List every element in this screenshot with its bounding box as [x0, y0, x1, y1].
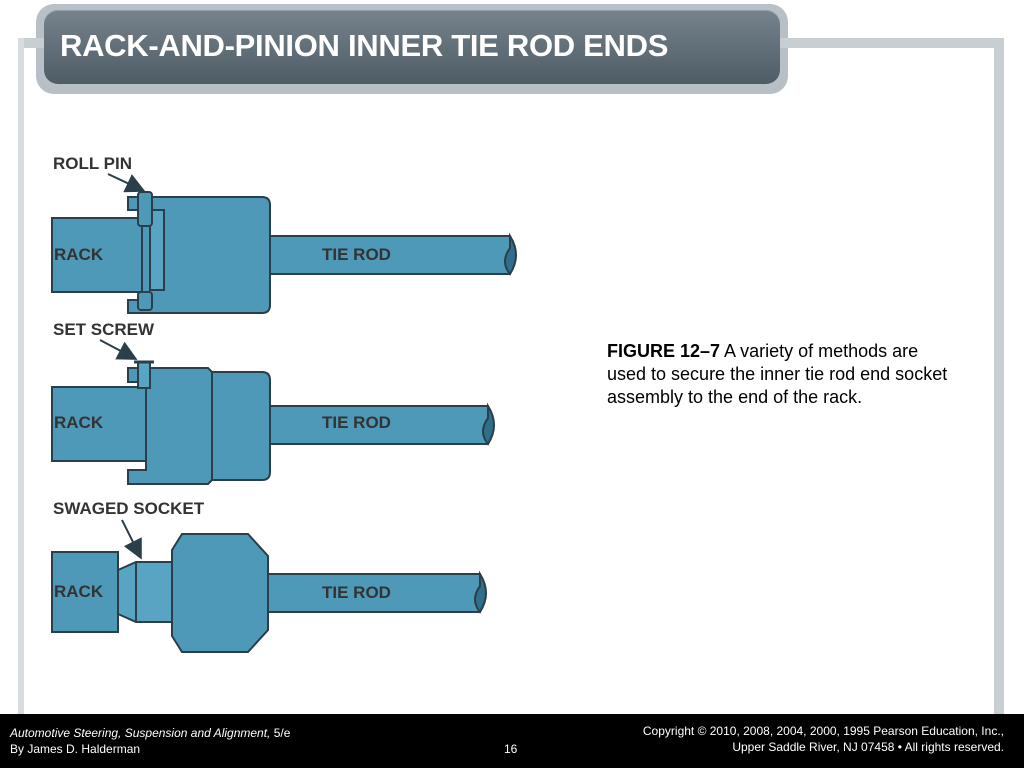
slide-frame-left [18, 38, 24, 714]
tie-rod-cut-end [474, 570, 487, 614]
roll-pin-diagram [51, 191, 517, 314]
set-screw [137, 361, 151, 389]
socket-collar [149, 209, 165, 291]
tie-rod-cut-end [504, 232, 517, 276]
rack-label-2: RACK [54, 413, 104, 432]
rack-label-1: RACK [54, 245, 104, 264]
set-screw-label: SET SCREW [53, 320, 155, 339]
figure-number: FIGURE 12–7 [607, 341, 721, 361]
rack-label-3: RACK [54, 582, 104, 601]
footer-book-title: Automotive Steering, Suspension and Alig… [10, 726, 290, 740]
slide-footer: Automotive Steering, Suspension and Alig… [0, 714, 1024, 768]
slide-title: RACK-AND-PINION INNER TIE ROD ENDS [60, 28, 669, 63]
tie-rod-label-2: TIE ROD [322, 413, 391, 432]
copyright-line-2: Upper Saddle River, NJ 07458 • All right… [732, 740, 1004, 754]
rack-bar [51, 551, 119, 633]
tie-rod-label-3: TIE ROD [322, 583, 391, 602]
copyright-line-1: Copyright © 2010, 2008, 2004, 2000, 1995… [642, 724, 1004, 738]
tie-rod-shaft [269, 235, 516, 275]
tie-rod-label-1: TIE ROD [322, 245, 391, 264]
swaged-socket-arrow [121, 519, 142, 560]
swaged-socket-diagram [51, 533, 487, 653]
book-title: Automotive Steering, Suspension and Alig… [10, 726, 271, 740]
rack-bar [51, 386, 153, 462]
title-bar [44, 10, 780, 84]
roll-pin-label: ROLL PIN [53, 154, 132, 173]
set-screw-diagram [51, 360, 495, 485]
slide-frame-right [994, 38, 1004, 714]
page-number: 16 [504, 742, 518, 756]
socket-housing [127, 367, 271, 485]
footer-author: By James D. Halderman [10, 742, 141, 756]
swaged-socket-label: SWAGED SOCKET [53, 499, 205, 518]
socket-housing [171, 533, 269, 653]
roll-pin [137, 191, 153, 227]
book-edition: 5/e [270, 726, 291, 740]
swaged-neck [117, 561, 173, 623]
caption-text: A variety of methods are used to secure … [607, 341, 948, 407]
roll-pin-arrow [107, 173, 146, 193]
tie-rod-figure: ROLL PIN RACK TIE ROD SET SCREW RACK TIE… [51, 154, 517, 653]
roll-pin-lower [137, 291, 153, 311]
figure-caption: FIGURE 12–7 A variety of methods are use… [607, 340, 952, 409]
set-screw-arrow [99, 339, 138, 360]
tie-rod-cut-end [482, 402, 495, 446]
